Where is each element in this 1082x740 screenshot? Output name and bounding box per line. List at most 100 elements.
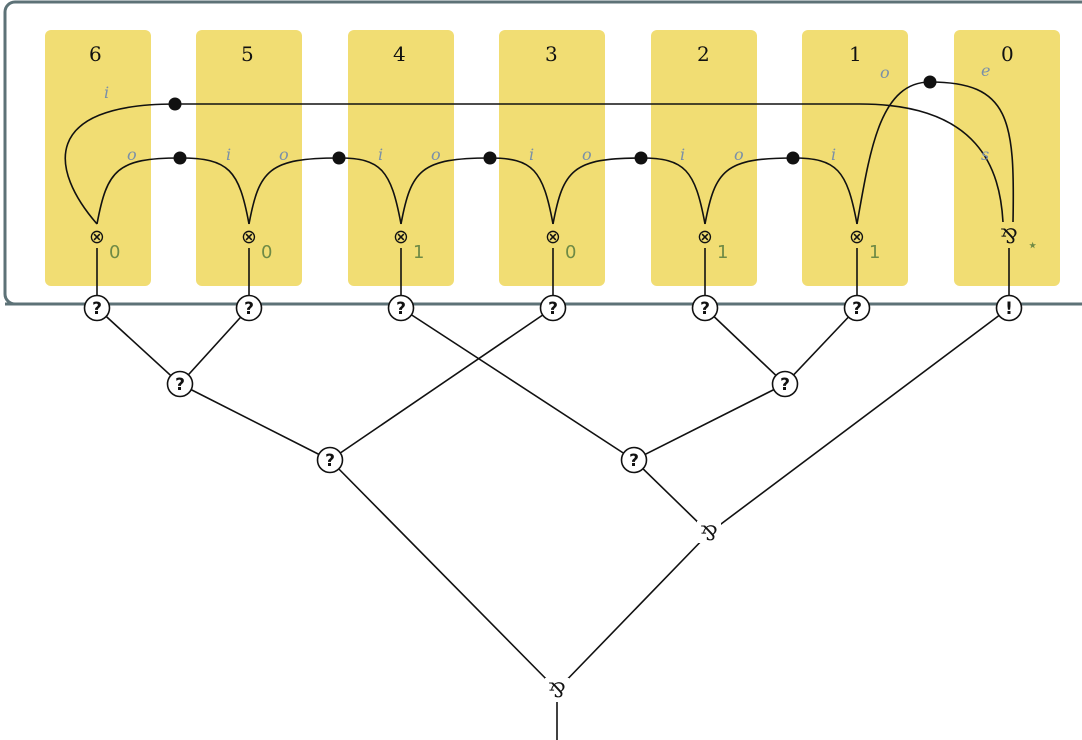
par-bg <box>545 678 569 700</box>
bit-value: 0 <box>565 242 576 263</box>
axiom-link <box>640 157 706 225</box>
link-dot <box>786 151 800 165</box>
operator-bg <box>240 226 258 246</box>
tensor-operator: ⊗ <box>697 226 713 248</box>
column-label: 0 <box>1001 42 1014 66</box>
par-operator: ⅋ <box>1000 224 1018 248</box>
port-label-o: o <box>279 145 289 164</box>
bit-value: 1 <box>413 242 424 263</box>
tree-edge <box>633 459 710 534</box>
column-box-1 <box>802 30 908 286</box>
par-bg <box>697 521 721 543</box>
port-label-i: i <box>680 145 685 164</box>
port-label-e: e <box>981 61 990 80</box>
link-dot <box>168 97 182 111</box>
column-box-2 <box>651 30 757 286</box>
port-label-i: i <box>529 145 534 164</box>
tree-edge <box>329 307 554 461</box>
tensor-operator: ⊗ <box>241 226 257 248</box>
tree-edge <box>708 307 1010 534</box>
axiom-link <box>704 157 794 225</box>
dereliction-node <box>83 294 111 322</box>
promotion-node <box>995 294 1023 322</box>
contraction-node <box>316 446 344 474</box>
dereliction-node-label: ? <box>92 299 102 319</box>
link-dot <box>634 151 648 165</box>
link-dot <box>483 151 497 165</box>
tensor-operator: ⊗ <box>393 226 409 248</box>
port-label-o: o <box>431 145 441 164</box>
axiom-link <box>248 157 340 225</box>
link-dot <box>173 151 187 165</box>
dereliction-node-label: ? <box>244 299 254 319</box>
column-label: 3 <box>545 42 558 66</box>
axiom-link <box>338 157 402 225</box>
column-box-6 <box>45 30 151 286</box>
port-label-o: o <box>127 145 137 164</box>
tree-edge <box>179 383 331 461</box>
operator-bg <box>392 226 410 246</box>
dereliction-node <box>539 294 567 322</box>
port-label-s: s <box>981 145 989 164</box>
contraction-node <box>620 446 648 474</box>
tensor-operator: ⊗ <box>545 226 561 248</box>
dereliction-node <box>843 294 871 322</box>
contraction-node-label: ? <box>629 451 639 471</box>
operator-bg <box>88 226 106 246</box>
operator-bg <box>544 226 562 246</box>
tree-edge <box>633 383 786 461</box>
column-label: 5 <box>241 42 254 66</box>
axiom-link <box>179 157 250 225</box>
tensor-operator: ⊗ <box>89 226 105 248</box>
column-box-4 <box>348 30 454 286</box>
port-label-i: i <box>104 83 109 102</box>
port-label-o: o <box>734 145 744 164</box>
dereliction-node <box>691 294 719 322</box>
star-label: ⋆ <box>1027 235 1038 256</box>
contraction-node-label: ? <box>325 451 335 471</box>
bit-value: 1 <box>717 242 728 263</box>
column-box-0 <box>954 30 1060 286</box>
column-label: 2 <box>697 42 710 66</box>
column-box-3 <box>499 30 605 286</box>
axiom-link <box>792 157 858 225</box>
axiom-link <box>400 157 491 225</box>
axiom-link <box>489 157 554 225</box>
dereliction-node-label: ? <box>700 299 710 319</box>
par-node: ⅋ <box>700 521 718 545</box>
axiom-link <box>96 157 181 225</box>
axiom-link <box>552 157 642 225</box>
dereliction-node-label: ? <box>548 299 558 319</box>
contraction-node <box>771 370 799 398</box>
tree-edge <box>329 459 558 691</box>
link-dot <box>923 75 937 89</box>
tree-edge <box>784 307 858 385</box>
tree-edge <box>96 307 181 385</box>
contraction-node-label: ? <box>780 375 790 395</box>
tree-edge <box>556 532 710 691</box>
tree-edge <box>400 307 635 461</box>
operator-bg <box>848 226 866 246</box>
port-label-i: i <box>226 145 231 164</box>
dereliction-node <box>235 294 263 322</box>
bit-value: 0 <box>109 242 120 263</box>
port-label-o: o <box>582 145 592 164</box>
promotion-node-label: ! <box>1005 299 1013 319</box>
column-label: 1 <box>849 42 862 66</box>
link-dot <box>332 151 346 165</box>
port-label-i: i <box>831 145 836 164</box>
operator-bg <box>696 226 714 246</box>
dereliction-node-label: ? <box>852 299 862 319</box>
column-label: 6 <box>89 42 102 66</box>
column-box-5 <box>196 30 302 286</box>
contraction-node <box>166 370 194 398</box>
tensor-operator: ⊗ <box>849 226 865 248</box>
port-label-i: i <box>378 145 383 164</box>
tree-edge <box>704 307 786 385</box>
column-label: 4 <box>393 42 406 66</box>
dereliction-node-label: ? <box>396 299 406 319</box>
par-node: ⅋ <box>548 678 566 702</box>
dereliction-node <box>387 294 415 322</box>
tree-edge <box>179 307 250 385</box>
